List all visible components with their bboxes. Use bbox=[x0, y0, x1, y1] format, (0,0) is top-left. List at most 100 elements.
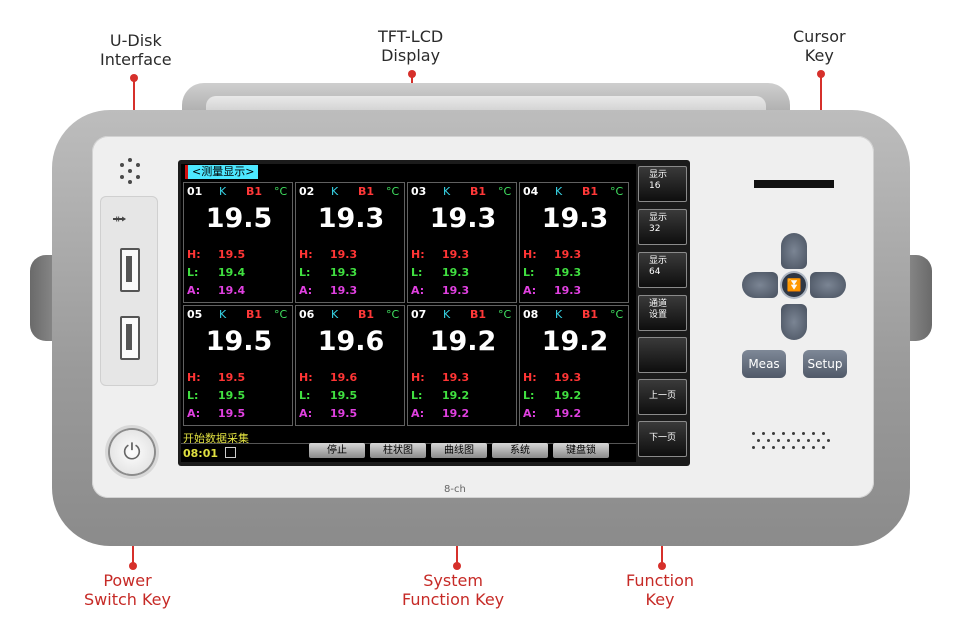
low-label: L: bbox=[299, 266, 311, 279]
avg-label: A: bbox=[523, 284, 537, 297]
low-label: L: bbox=[187, 266, 199, 279]
reading-value: 19.2 bbox=[429, 326, 497, 357]
channel-cell[interactable]: 07 K B1 °C 19.2 H: 19.3 L: 19.2 A: 19.2 bbox=[407, 305, 517, 426]
system-key-system[interactable]: 系统 bbox=[492, 443, 548, 458]
cursor-right-button[interactable] bbox=[810, 272, 846, 298]
low-value: 19.3 bbox=[554, 266, 582, 279]
right-speaker-grille bbox=[752, 430, 836, 450]
channel-number: 03 bbox=[411, 185, 427, 198]
high-label: H: bbox=[187, 371, 201, 384]
model-label: 8-ch bbox=[444, 484, 466, 495]
function-key-display-64[interactable]: 显示 64 bbox=[638, 252, 687, 288]
low-value: 19.3 bbox=[330, 266, 358, 279]
save-icon bbox=[225, 447, 236, 458]
function-key-prev-page[interactable]: 上一页 bbox=[638, 379, 687, 415]
channel-number: 01 bbox=[187, 185, 203, 198]
reading-value: 19.3 bbox=[317, 203, 385, 234]
channel-cell[interactable]: 06 K B1 °C 19.6 H: 19.6 L: 19.5 A: 19.5 bbox=[295, 305, 405, 426]
display-leader-dot bbox=[408, 70, 416, 78]
unit-code: B1 bbox=[246, 185, 263, 198]
high-value: 19.5 bbox=[218, 371, 246, 384]
enter-button[interactable]: ⏬ bbox=[782, 273, 806, 297]
channel-cell[interactable]: 01 K B1 °C 19.5 H: 19.5 L: 19.4 A: 19.4 bbox=[183, 182, 293, 303]
high-value: 19.5 bbox=[218, 248, 246, 261]
meas-button[interactable]: Meas bbox=[742, 350, 786, 378]
power-button[interactable]: ⏻ bbox=[110, 430, 154, 474]
sensor-type: K bbox=[443, 185, 451, 198]
usb-port-2[interactable] bbox=[120, 316, 140, 360]
reading-value: 19.5 bbox=[205, 203, 273, 234]
channel-cell[interactable]: 08 K B1 °C 19.2 H: 19.3 L: 19.2 A: 19.2 bbox=[519, 305, 629, 426]
double-chevron-down-icon: ⏬ bbox=[786, 278, 802, 292]
avg-label: A: bbox=[411, 284, 425, 297]
system-callout: System Function Key bbox=[402, 571, 505, 609]
cursor-leader-dot bbox=[817, 70, 825, 78]
function-key-display-16[interactable]: 显示 16 bbox=[638, 166, 687, 202]
low-value: 19.5 bbox=[330, 389, 358, 402]
low-label: L: bbox=[411, 266, 423, 279]
sensor-type: K bbox=[331, 308, 339, 321]
channel-number: 08 bbox=[523, 308, 539, 321]
sensor-type: K bbox=[219, 185, 227, 198]
system-key-bar-chart[interactable]: 柱状图 bbox=[370, 443, 426, 458]
high-label: H: bbox=[523, 248, 537, 261]
system-key-curve-chart[interactable]: 曲线图 bbox=[431, 443, 487, 458]
cursor-left-button[interactable] bbox=[742, 272, 778, 298]
channel-cell[interactable]: 05 K B1 °C 19.5 H: 19.5 L: 19.5 A: 19.5 bbox=[183, 305, 293, 426]
channel-cell[interactable]: 04 K B1 °C 19.3 H: 19.3 L: 19.3 A: 19.3 bbox=[519, 182, 629, 303]
udisk-callout: U-Disk Interface bbox=[100, 31, 172, 69]
avg-value: 19.3 bbox=[442, 284, 470, 297]
function-key-display-32[interactable]: 显示 32 bbox=[638, 209, 687, 245]
unit-code: B1 bbox=[582, 308, 599, 321]
channel-cell[interactable]: 03 K B1 °C 19.3 H: 19.3 L: 19.3 A: 19.3 bbox=[407, 182, 517, 303]
function-key-next-page[interactable]: 下一页 bbox=[638, 421, 687, 457]
high-label: H: bbox=[411, 248, 425, 261]
sensor-type: K bbox=[555, 185, 563, 198]
cursor-up-button[interactable] bbox=[781, 233, 807, 269]
left-speaker-grille bbox=[117, 158, 143, 184]
reading-value: 19.3 bbox=[429, 203, 497, 234]
sensor-type: K bbox=[555, 308, 563, 321]
channel-number: 06 bbox=[299, 308, 315, 321]
unit-label: °C bbox=[386, 185, 400, 198]
avg-value: 19.2 bbox=[554, 407, 582, 420]
clock-time: 08:01 bbox=[183, 447, 219, 460]
usb-icon: ⭼ bbox=[112, 207, 128, 231]
system-key-keylock[interactable]: 键盘锁 bbox=[553, 443, 609, 458]
high-value: 19.6 bbox=[330, 371, 358, 384]
cursor-down-button[interactable] bbox=[781, 304, 807, 340]
avg-value: 19.5 bbox=[330, 407, 358, 420]
avg-label: A: bbox=[187, 284, 201, 297]
function-key-blank[interactable] bbox=[638, 337, 687, 373]
setup-button[interactable]: Setup bbox=[803, 350, 847, 378]
low-value: 19.2 bbox=[554, 389, 582, 402]
cursor-callout: Cursor Key bbox=[793, 27, 846, 65]
unit-code: B1 bbox=[358, 308, 375, 321]
low-label: L: bbox=[187, 389, 199, 402]
avg-label: A: bbox=[411, 407, 425, 420]
power-icon: ⏻ bbox=[123, 439, 141, 465]
unit-label: °C bbox=[610, 185, 624, 198]
high-label: H: bbox=[299, 248, 313, 261]
channel-cell[interactable]: 02 K B1 °C 19.3 H: 19.3 L: 19.3 A: 19.3 bbox=[295, 182, 405, 303]
function-key-channel-settings[interactable]: 通道 设置 bbox=[638, 295, 687, 331]
usb-port-1[interactable] bbox=[120, 248, 140, 292]
system-leader-dot bbox=[453, 562, 461, 570]
unit-label: °C bbox=[498, 185, 512, 198]
unit-label: °C bbox=[274, 185, 288, 198]
low-value: 19.4 bbox=[218, 266, 246, 279]
low-label: L: bbox=[523, 266, 535, 279]
unit-label: °C bbox=[386, 308, 400, 321]
high-value: 19.3 bbox=[442, 371, 470, 384]
reading-value: 19.5 bbox=[205, 326, 273, 357]
unit-code: B1 bbox=[246, 308, 263, 321]
unit-label: °C bbox=[274, 308, 288, 321]
lcd-screen: <测量显示> 01 K B1 °C 19.5 H: 19.5 L: 19.4 A… bbox=[181, 164, 636, 462]
udisk-leader-dot bbox=[130, 74, 138, 82]
unit-code: B1 bbox=[582, 185, 599, 198]
channel-grid: 01 K B1 °C 19.5 H: 19.5 L: 19.4 A: 19.4 … bbox=[183, 182, 631, 428]
avg-value: 19.2 bbox=[442, 407, 470, 420]
avg-value: 19.4 bbox=[218, 284, 246, 297]
system-key-stop[interactable]: 停止 bbox=[309, 443, 365, 458]
high-label: H: bbox=[411, 371, 425, 384]
